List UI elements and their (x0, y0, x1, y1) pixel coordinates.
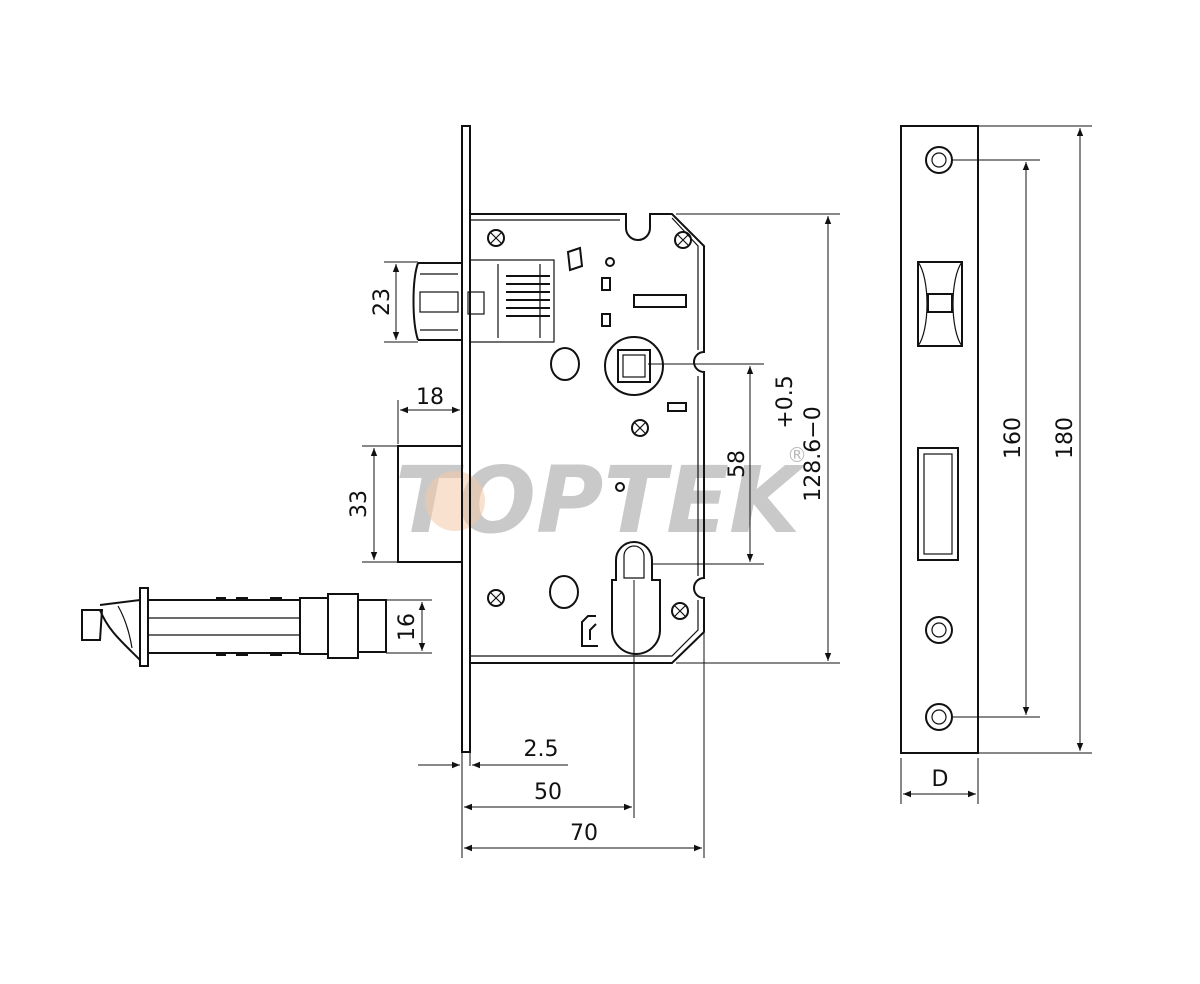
faceplate-front (900, 125, 979, 754)
faceplate-side (461, 125, 471, 753)
lock-case-inner-edge (470, 217, 699, 657)
dimension-labels: 23 18 33 16 2.5 50 70 58 +0.5 128.6−0 16… (347, 288, 1078, 846)
dim-case-height-tolerance: +0.5 (773, 375, 798, 428)
dimension-lines (362, 125, 1092, 858)
case-screws (487, 229, 692, 620)
watermark-registered: ® (787, 443, 807, 467)
dim-bolt-diameter: 16 (395, 613, 420, 641)
dim-faceplate-thickness: 2.5 (524, 737, 559, 762)
dim-spindle-to-cylinder: 58 (725, 450, 750, 478)
dim-case-height: 128.6−0 (801, 406, 826, 501)
dim-dead-bolt-height: 33 (347, 490, 372, 518)
dim-backset: 50 (534, 780, 562, 805)
cylinder-profile-hole (611, 541, 661, 655)
dead-bolt (397, 445, 463, 563)
spindle-hub (604, 336, 664, 396)
dim-latch-height: 23 (370, 288, 395, 316)
lock-case-outline (470, 213, 705, 664)
dim-dead-bolt-projection: 18 (416, 385, 444, 410)
cylinder-inner (623, 545, 645, 579)
dim-case-depth: 70 (570, 821, 598, 846)
dim-faceplate-width: D (932, 767, 949, 792)
internal-parts (549, 246, 687, 647)
dim-screw-spacing: 160 (1001, 417, 1026, 459)
dim-faceplate-length: 180 (1053, 417, 1078, 459)
watermark-accent (425, 471, 485, 531)
latch-bolt (412, 259, 555, 343)
bolt-side-view (81, 587, 387, 667)
